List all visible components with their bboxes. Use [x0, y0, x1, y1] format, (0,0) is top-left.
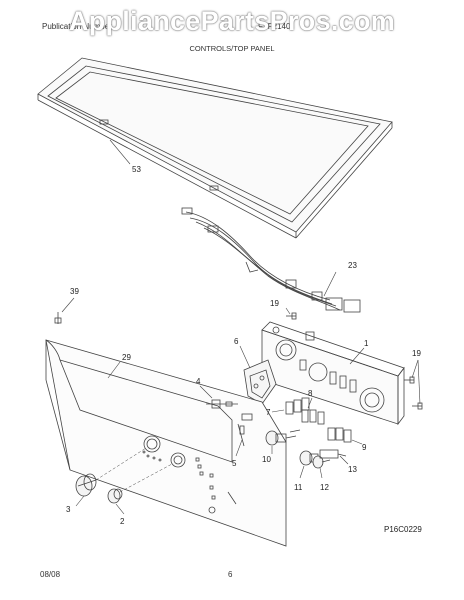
top-panel [37, 57, 393, 239]
selector-12 [312, 455, 331, 469]
callout-23: 23 [348, 261, 357, 270]
callout-3: 3 [66, 505, 71, 514]
knob-large [75, 473, 97, 497]
callout-39: 39 [70, 287, 79, 296]
callout-11: 11 [294, 483, 303, 492]
callout-6: 6 [234, 337, 239, 346]
selector-13 [319, 449, 347, 459]
callout-19b: 19 [412, 349, 421, 358]
callout-1: 1 [364, 339, 369, 348]
screw-19-top [286, 312, 297, 320]
callout-53: 53 [132, 165, 141, 174]
callout-2: 2 [120, 517, 125, 526]
callout-4: 4 [196, 377, 201, 386]
section-title: CONTROLS/TOP PANEL [189, 44, 275, 53]
switch-5 [237, 413, 253, 447]
model-label: FTF2140 [258, 22, 291, 31]
selector-10 [265, 429, 301, 446]
callout-10: 10 [262, 455, 271, 464]
selector-11 [299, 450, 319, 466]
console-panel [45, 339, 287, 547]
knob-small [107, 488, 123, 504]
shaft [206, 399, 238, 409]
callout-5: 5 [232, 459, 237, 468]
callout-13: 13 [348, 465, 357, 474]
callout-9: 9 [362, 443, 367, 452]
screw-39 [54, 312, 62, 324]
callout-labels: 53 23 19 39 29 1 6 4 7 8 5 19 9 10 13 11… [66, 165, 422, 534]
callout-8: 8 [308, 389, 313, 398]
footer-page: 6 [228, 570, 233, 579]
wire-harness [181, 207, 361, 313]
switch-group-8 [301, 409, 325, 425]
footer-date: 08/08 [40, 570, 61, 579]
switch-group-7 [285, 397, 310, 415]
diagram-code: P16C0229 [384, 525, 422, 534]
watermark: AppliancePartsPros.com [68, 6, 396, 36]
callout-29: 29 [122, 353, 131, 362]
publication-label: Publication Number [42, 22, 112, 31]
callout-19a: 19 [270, 299, 279, 308]
control-housing [261, 321, 405, 426]
switch-group-9 [327, 427, 352, 443]
callout-12: 12 [320, 483, 329, 492]
selector-bracket [243, 359, 277, 405]
callout-7: 7 [266, 408, 271, 417]
